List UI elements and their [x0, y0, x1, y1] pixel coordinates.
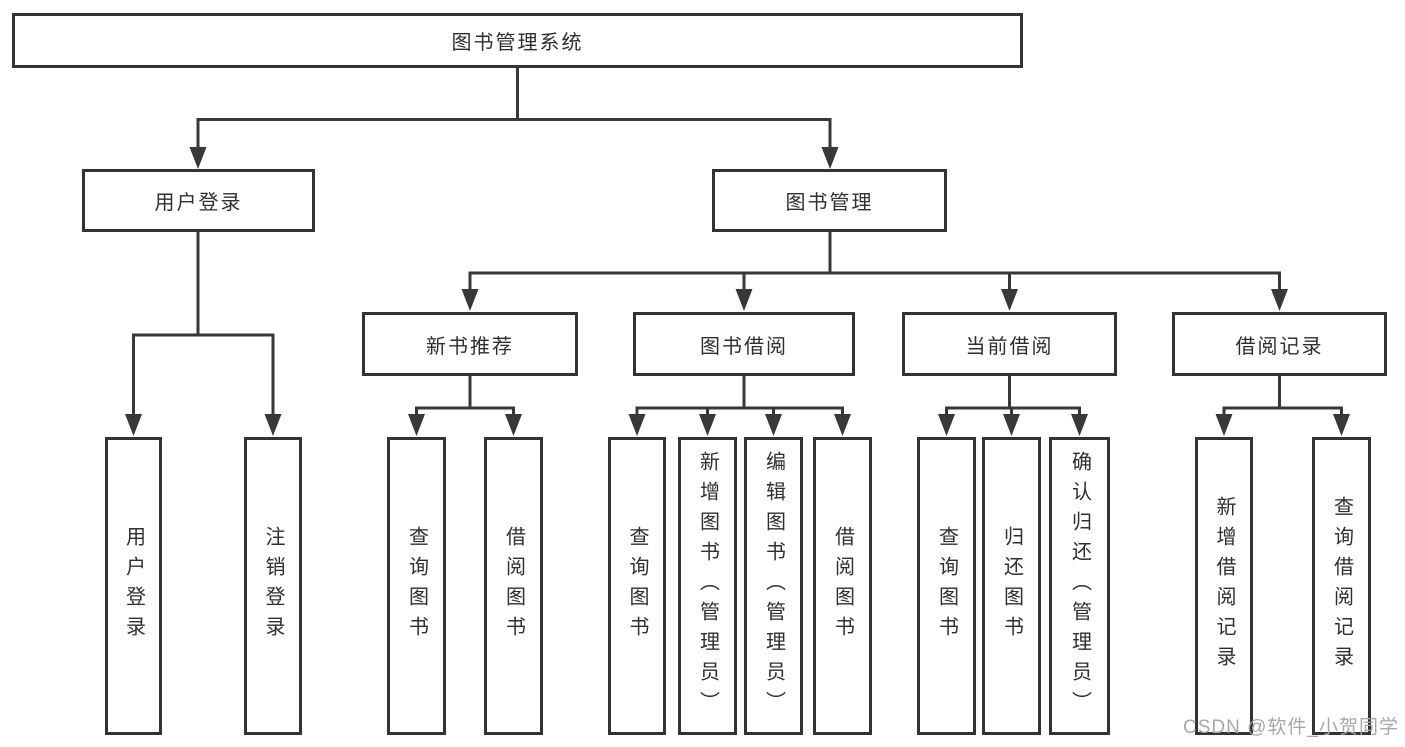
leaf-label: 查询图书 — [935, 526, 958, 646]
leaf-label: 用户登录 — [122, 526, 145, 646]
leaf-confirm-return-admin: 确认归还（管理员） — [1049, 437, 1110, 735]
leaf-return-books: 归还图书 — [982, 437, 1041, 735]
leaf-label: 注销登录 — [262, 526, 284, 646]
arrowheads — [125, 147, 1350, 436]
leaf-label: 查询图书 — [405, 526, 428, 646]
node-label: 借阅记录 — [1235, 335, 1324, 358]
csdn-watermark: CSDN @软件_小贺同学 — [1183, 717, 1399, 738]
connector-segments — [132, 66, 1343, 417]
node-label: 当前借阅 — [965, 335, 1054, 358]
leaf-add-borrow-record: 新增借阅记录 — [1195, 437, 1253, 735]
leaf-borrow-books-newbook: 借阅图书 — [484, 437, 543, 735]
leaf-query-books-borrow: 查询图书 — [608, 437, 666, 735]
leaf-logout: 注销登录 — [244, 437, 302, 735]
node-user-login: 用户登录 — [82, 169, 315, 232]
leaf-user-login: 用户登录 — [105, 437, 162, 735]
leaf-label: 归还图书 — [1000, 526, 1023, 646]
leaf-label: 查询图书 — [626, 526, 648, 646]
leaf-edit-books-admin: 编辑图书（管理员） — [744, 437, 803, 735]
leaf-label: 编辑图书（管理员） — [762, 451, 785, 721]
node-library-management-system: 图书管理系统 — [12, 13, 1023, 68]
node-label: 图书管理系统 — [451, 32, 584, 54]
leaf-query-books-newbook: 查询图书 — [387, 437, 446, 735]
leaf-borrow-books-borrow: 借阅图书 — [813, 437, 872, 735]
node-label: 图书管理 — [785, 192, 874, 214]
node-current-borrowing: 当前借阅 — [902, 312, 1117, 376]
leaf-query-borrow-record: 查询借阅记录 — [1312, 437, 1371, 735]
node-borrowing-records: 借阅记录 — [1172, 312, 1387, 376]
node-label: 新书推荐 — [426, 335, 514, 358]
node-book-borrowing: 图书借阅 — [633, 312, 855, 376]
leaf-label: 借阅图书 — [831, 526, 854, 646]
node-label: 图书借阅 — [700, 335, 788, 358]
leaf-label: 新增图书（管理员） — [696, 451, 719, 721]
leaf-label: 新增借阅记录 — [1213, 496, 1235, 676]
leaf-label: 查询借阅记录 — [1330, 496, 1353, 676]
leaf-query-books-current: 查询图书 — [917, 437, 976, 735]
leaf-label: 借阅图书 — [502, 526, 525, 646]
node-book-management: 图书管理 — [712, 169, 947, 232]
leaf-label: 确认归还（管理员） — [1068, 451, 1091, 721]
node-label: 用户登录 — [154, 192, 243, 214]
leaf-add-books-admin: 新增图书（管理员） — [678, 437, 737, 735]
node-new-book-recommendation: 新书推荐 — [362, 312, 578, 376]
